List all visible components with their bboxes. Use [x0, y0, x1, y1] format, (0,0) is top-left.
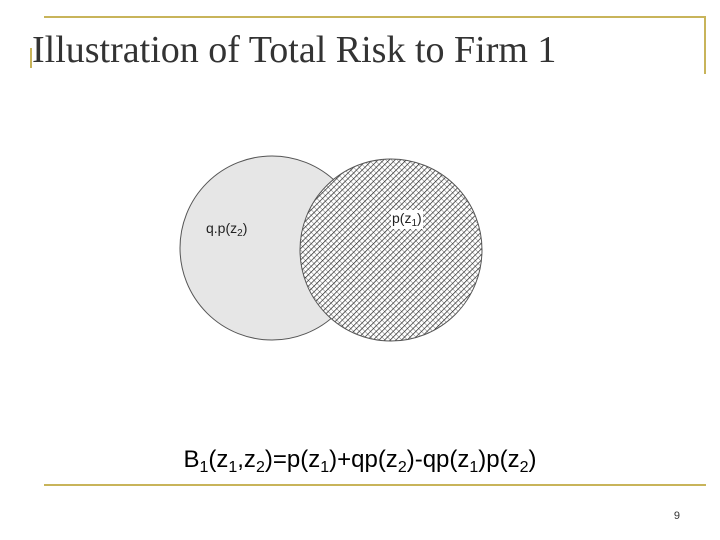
- slide-title: Illustration of Total Risk to Firm 1: [32, 29, 557, 71]
- page-number: 9: [673, 510, 680, 522]
- frame-left-line: [30, 48, 32, 68]
- frame-right-line: [704, 16, 706, 74]
- right-circle-label: p(z1): [391, 210, 423, 229]
- frame-top-line: [44, 16, 706, 18]
- right-circle: [299, 158, 483, 342]
- risk-formula: B1(z1,z2)=p(z1)+qp(z2)-qp(z1)p(z2): [183, 446, 537, 476]
- footer-divider: [44, 484, 706, 486]
- left-circle-label: q.p(z2): [206, 220, 248, 239]
